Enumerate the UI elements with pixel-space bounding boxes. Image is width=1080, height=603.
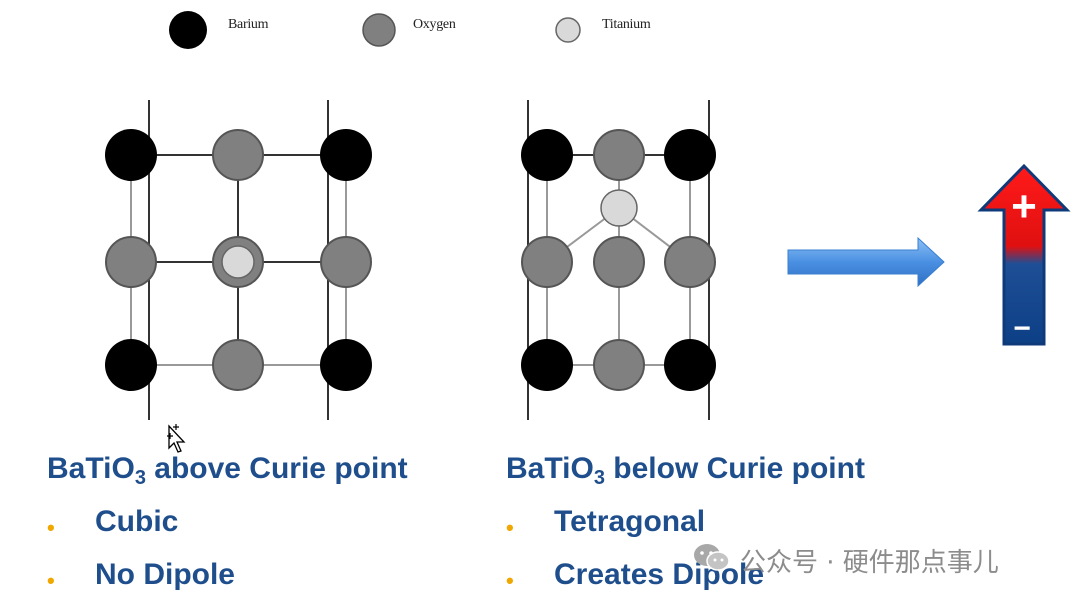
watermark-text: 公众号 · 硬件那点事儿 xyxy=(740,548,999,578)
titanium-atom xyxy=(221,245,255,279)
oxygen-atom xyxy=(593,129,645,181)
oxygen-atom xyxy=(212,129,264,181)
dipole-arrow-icon: + − xyxy=(977,163,1071,346)
right-caption: BaTiO3 below Curie point xyxy=(506,452,865,490)
barium-atom xyxy=(320,339,372,391)
move-cursor-icon xyxy=(167,424,186,453)
right-caption-subscript: 3 xyxy=(593,467,605,489)
barium-atom xyxy=(521,129,573,181)
barium-atom xyxy=(105,129,157,181)
bullet-dot-icon: • xyxy=(506,515,514,540)
barium-atom xyxy=(664,129,716,181)
oxygen-atom xyxy=(320,236,372,288)
left-bullet-1-text: Cubic xyxy=(95,505,179,538)
legend-titanium-label: Titanium xyxy=(602,17,651,32)
transition-arrow-icon xyxy=(787,236,945,288)
oxygen-atom xyxy=(593,339,645,391)
positive-sign: + xyxy=(1011,182,1037,231)
cubic-lattice xyxy=(105,100,372,420)
oxygen-atom xyxy=(664,236,716,288)
left-caption: BaTiO3 above Curie point xyxy=(47,452,408,490)
barium-atom xyxy=(521,339,573,391)
bullet-dot-icon: • xyxy=(47,515,55,540)
oxygen-atom xyxy=(212,339,264,391)
oxygen-atom xyxy=(521,236,573,288)
barium-atom xyxy=(105,339,157,391)
left-bullet-2-text: No Dipole xyxy=(95,558,235,591)
titanium-atom xyxy=(600,189,638,227)
legend-barium-atom xyxy=(169,11,207,49)
right-bullet-2-text: Creates Dipole xyxy=(554,558,765,591)
barium-atom xyxy=(664,339,716,391)
left-caption-formula: BaTiO xyxy=(47,452,135,485)
legend-barium-label: Barium xyxy=(228,17,269,32)
right-bullet-1-text: Tetragonal xyxy=(554,505,706,538)
oxygen-atom xyxy=(105,236,157,288)
right-caption-formula: BaTiO xyxy=(506,452,594,485)
barium-atom xyxy=(320,129,372,181)
bullet-dot-icon: • xyxy=(47,568,55,593)
left-caption-subscript: 3 xyxy=(134,467,146,489)
bullet-dot-icon: • xyxy=(506,568,514,593)
legend-oxygen-label: Oxygen xyxy=(413,17,456,32)
left-caption-text: above Curie point xyxy=(145,452,408,485)
legend-oxygen-atom xyxy=(362,13,396,47)
right-caption-text: below Curie point xyxy=(604,452,865,485)
legend-titanium-atom xyxy=(555,17,581,43)
negative-sign: − xyxy=(1013,312,1031,345)
wechat-icon xyxy=(694,544,730,571)
oxygen-atom xyxy=(593,236,645,288)
tetragonal-lattice xyxy=(521,100,716,420)
